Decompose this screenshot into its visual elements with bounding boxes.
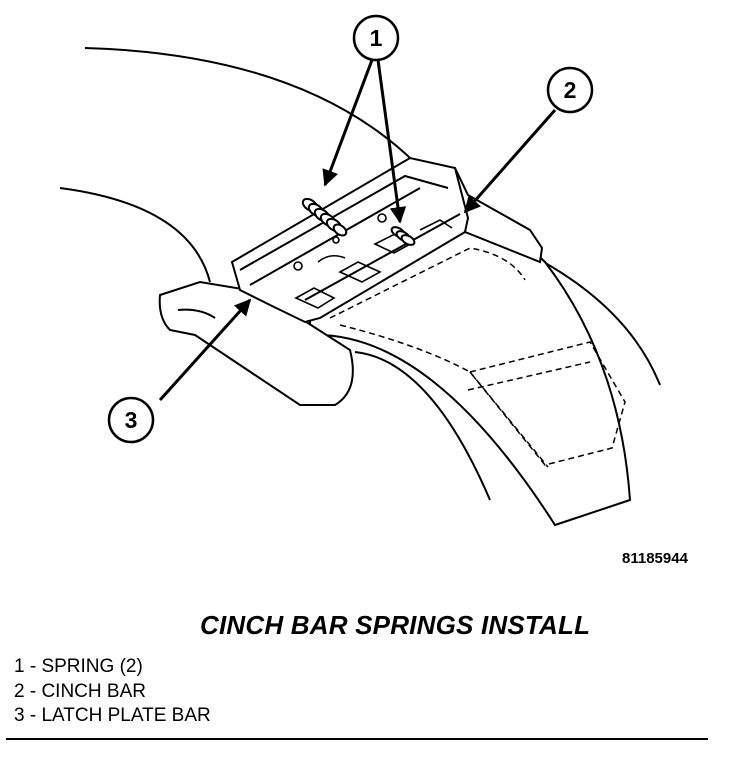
- callout-3-label: 3: [125, 407, 138, 433]
- cinch-bar-diagram: 1 2 3: [59, 14, 661, 527]
- figure-reference-code: 81185944: [622, 550, 688, 567]
- callout-2: 2: [546, 66, 594, 114]
- callout-1-label: 1: [370, 25, 383, 51]
- bottom-divider: [6, 738, 708, 740]
- legend-item-cinch-bar: 2 - CINCH BAR: [14, 680, 146, 702]
- seat-contour-lines: [59, 47, 661, 386]
- legend-item-latch-plate-bar: 3 - LATCH PLATE BAR: [14, 705, 211, 726]
- webbing-stitching: [329, 247, 626, 468]
- figure-title: CINCH BAR SPRINGS INSTALL: [200, 610, 591, 640]
- callout-3: 3: [107, 396, 155, 444]
- spring-right: [390, 226, 416, 246]
- legend-item-spring: 1 - SPRING (2): [14, 656, 143, 677]
- leader-arrows: [158, 59, 557, 402]
- latch-plate-bar: [158, 280, 354, 406]
- callout-1: 1: [352, 14, 400, 62]
- callout-2-label: 2: [564, 77, 577, 103]
- spring-left: [301, 197, 348, 237]
- parts-legend: 1 - SPRING (2) 2 - CINCH BAR 3 - LATCH P…: [14, 655, 211, 729]
